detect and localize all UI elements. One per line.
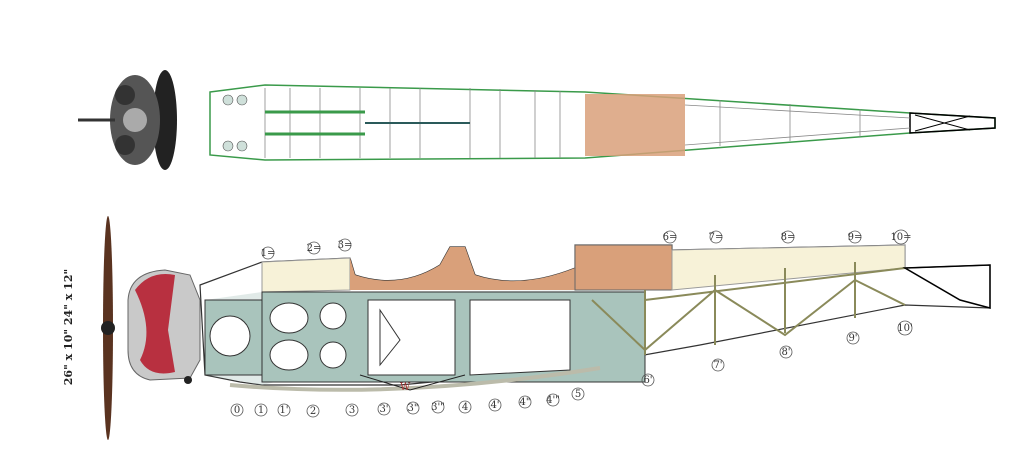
svg-text:4: 4	[462, 402, 468, 413]
station-label: 3"	[406, 401, 420, 415]
svg-text:6': 6'	[643, 375, 652, 386]
svg-text:3=: 3=	[338, 240, 353, 251]
svg-text:3: 3	[349, 405, 355, 416]
svg-text:7=: 7=	[709, 232, 724, 243]
station-label: 3=	[338, 238, 353, 252]
svg-text:0: 0	[234, 405, 240, 416]
svg-text:8': 8'	[781, 347, 790, 358]
station-label: 7'	[711, 358, 725, 372]
svg-text:1=: 1=	[261, 248, 276, 259]
propeller	[101, 216, 115, 440]
station-label: 2=	[307, 241, 322, 255]
cowling	[127, 269, 201, 384]
station-label: 8=	[781, 230, 796, 244]
svg-text:1: 1	[258, 405, 264, 416]
svg-text:7': 7'	[713, 360, 722, 371]
station-label: 7=	[709, 230, 724, 244]
svg-text:3'": 3'"	[431, 402, 445, 413]
svg-text:2=: 2=	[307, 243, 322, 254]
svg-text:4'": 4'"	[546, 395, 560, 406]
station-label: 9=	[848, 230, 863, 244]
station-label: 6=	[663, 230, 678, 244]
station-label: 1	[254, 403, 268, 417]
top-view-engine	[78, 70, 177, 170]
top-view-fuselage	[209, 84, 996, 161]
top-station-labels: 1= 2= 3= 6= 7= 8= 9= 10=	[261, 229, 912, 260]
station-label: 1'	[277, 403, 291, 417]
side-view-fuselage	[199, 244, 991, 392]
station-label: 9'	[846, 331, 860, 345]
station-label: 4'	[488, 398, 502, 412]
svg-text:9=: 9=	[848, 232, 863, 243]
side-station-labels: 6' 7' 8' 9' 10'	[641, 320, 913, 387]
svg-text:4": 4"	[520, 397, 531, 408]
svg-text:5: 5	[575, 389, 581, 400]
svg-text:2: 2	[310, 406, 316, 417]
svg-text:3": 3"	[408, 403, 419, 414]
station-label: 6'	[641, 373, 655, 387]
svg-text:9': 9'	[848, 333, 857, 344]
station-label: 4"	[518, 395, 532, 409]
station-label: 4'"	[546, 393, 560, 407]
station-label: 3'	[377, 402, 391, 416]
station-label: 10=	[890, 229, 912, 245]
station-label: 8'	[779, 345, 793, 359]
station-label: 5	[571, 387, 585, 401]
svg-text:6=: 6=	[663, 232, 678, 243]
station-label: 2	[306, 404, 320, 418]
station-label: 1=	[261, 246, 276, 260]
svg-text:4': 4'	[490, 400, 499, 411]
weight-mark: W	[400, 382, 411, 393]
station-label: 3	[345, 403, 359, 417]
svg-text:8=: 8=	[781, 232, 796, 243]
station-label: 4	[458, 400, 472, 414]
station-label: 3'"	[431, 400, 445, 414]
station-label: 0	[230, 403, 244, 417]
svg-text:3': 3'	[379, 404, 388, 415]
svg-text:10': 10'	[897, 323, 912, 334]
bottom-station-labels: 0 1 1' 2 3 3' 3" 3'" 4 4' 4" 4'" 5	[230, 387, 585, 418]
propeller-size-label: 26" x 10" 24" x 12"	[62, 268, 75, 386]
svg-text:1': 1'	[279, 405, 288, 416]
station-label: 10'	[897, 320, 913, 336]
svg-text:10=: 10=	[890, 232, 911, 243]
